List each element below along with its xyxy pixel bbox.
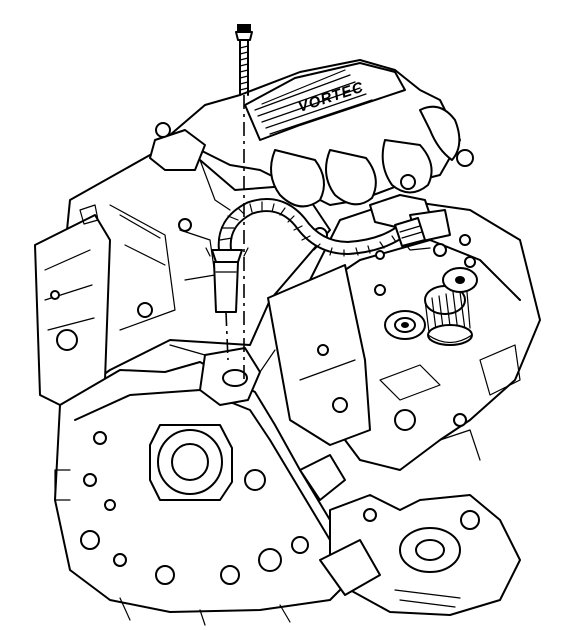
sensor-bore <box>169 344 276 406</box>
valve-spring-assembly <box>384 267 478 346</box>
mounting-bolt <box>235 24 253 96</box>
lower-accessories <box>299 429 521 616</box>
block-bore-hole <box>56 329 78 351</box>
sensor-centerline <box>225 311 229 361</box>
manifold-plenum <box>244 62 406 141</box>
intake-manifold: VORTEC <box>149 59 474 281</box>
wiring-harness <box>205 198 426 313</box>
engine-block <box>34 154 331 411</box>
sensor-body <box>213 261 239 313</box>
sensor-cap <box>211 249 243 263</box>
timing-cover <box>54 361 361 626</box>
cylinder-head <box>267 194 541 471</box>
harness-connector <box>394 217 426 247</box>
